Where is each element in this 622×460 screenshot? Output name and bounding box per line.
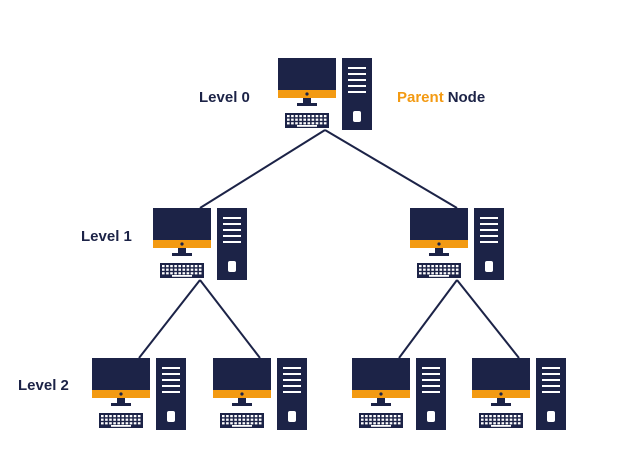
tower-icon xyxy=(156,358,186,430)
edge-node-1b-node-2d xyxy=(456,279,520,359)
monitor-icon xyxy=(278,58,336,106)
level-0-label: Level 0 xyxy=(199,89,250,106)
keyboard-icon xyxy=(220,413,264,428)
nodes xyxy=(92,58,566,430)
edge-node-1b-node-2c xyxy=(398,279,458,359)
computer-node-1a xyxy=(153,208,247,280)
keyboard-icon xyxy=(285,113,329,128)
monitor-icon xyxy=(213,358,271,406)
tower-icon xyxy=(217,208,247,280)
keyboard-icon xyxy=(479,413,523,428)
tower-icon xyxy=(277,358,307,430)
computer-node-2c xyxy=(352,358,446,430)
edge-node-1a-node-2b xyxy=(199,279,261,359)
edge-node-1a-node-2a xyxy=(138,279,201,359)
monitor-icon xyxy=(352,358,410,406)
keyboard-icon xyxy=(417,263,461,278)
edge-node-0-node-1b xyxy=(324,129,458,209)
tower-icon xyxy=(342,58,372,130)
keyboard-icon xyxy=(160,263,204,278)
node-word: Node xyxy=(448,89,486,106)
tower-icon xyxy=(474,208,504,280)
computer-node-2b xyxy=(213,358,307,430)
tower-icon xyxy=(416,358,446,430)
computer-node-2d xyxy=(472,358,566,430)
level-1-label: Level 1 xyxy=(81,228,132,245)
computer-node-2a xyxy=(92,358,186,430)
level-2-label: Level 2 xyxy=(18,377,69,394)
parent-word: Parent xyxy=(397,89,444,106)
edge-node-0-node-1a xyxy=(199,129,326,209)
tower-icon xyxy=(536,358,566,430)
computer-node-1b xyxy=(410,208,504,280)
monitor-icon xyxy=(472,358,530,406)
edges xyxy=(138,129,520,359)
monitor-icon xyxy=(92,358,150,406)
monitor-icon xyxy=(410,208,468,256)
keyboard-icon xyxy=(99,413,143,428)
computer-node-0 xyxy=(278,58,372,130)
monitor-icon xyxy=(153,208,211,256)
keyboard-icon xyxy=(359,413,403,428)
